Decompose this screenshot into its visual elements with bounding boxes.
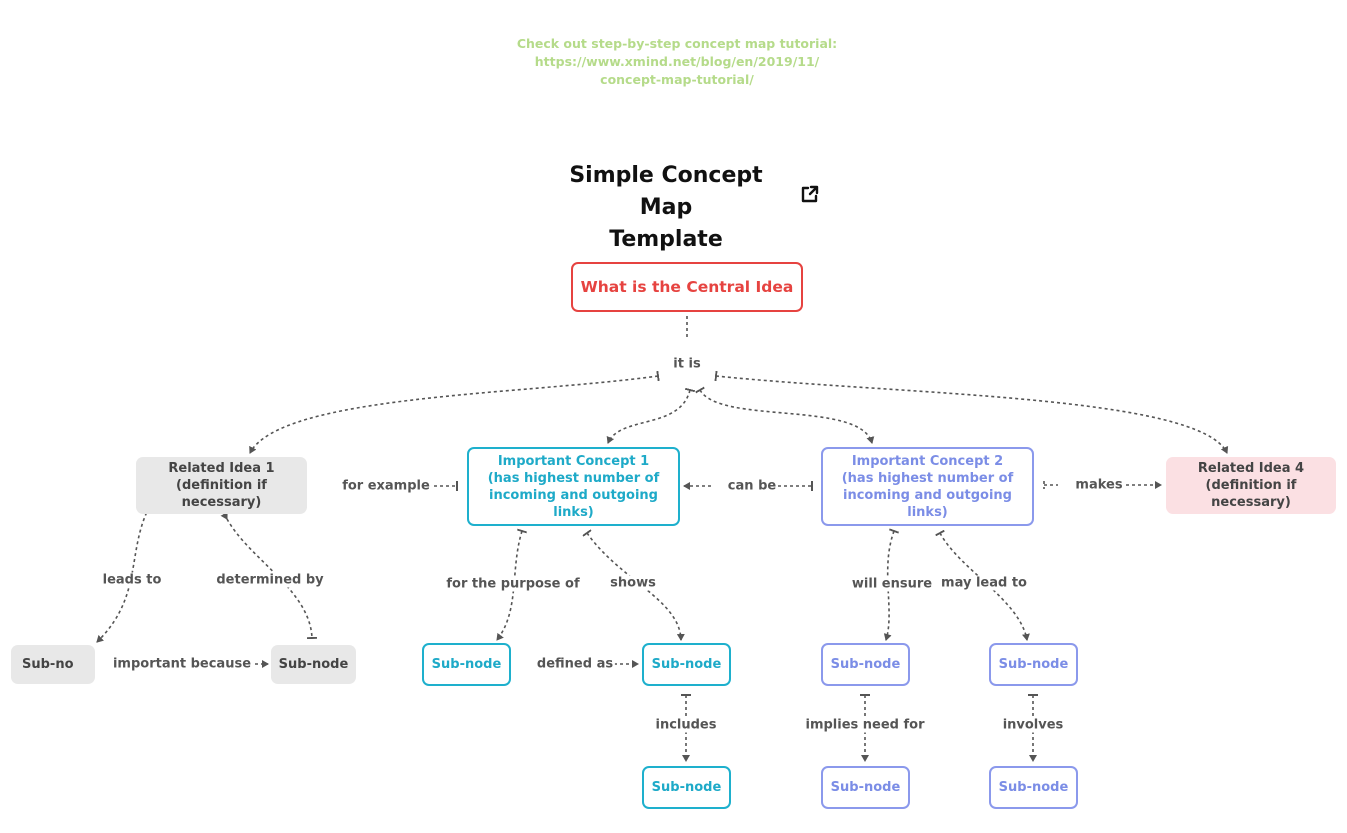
map-title-line-1: Simple Concept Map (569, 163, 763, 220)
external-link-icon[interactable] (797, 181, 823, 207)
map-title: Simple Concept Map Template (540, 160, 792, 256)
sub-node-a[interactable]: Sub-no (11, 645, 95, 684)
link-it-is-to-concept-1 (606, 387, 696, 444)
sub-node-i-label: Sub-node (998, 780, 1069, 795)
label-makes[interactable]: makes (1073, 477, 1125, 493)
important-concept-1-desc-1: (has highest number of (487, 470, 660, 486)
sub-node-c[interactable]: Sub-node (422, 643, 511, 686)
label-for-example[interactable]: for example (340, 478, 432, 494)
important-concept-1-desc-2: incoming and outgoing links) (489, 487, 658, 520)
sub-node-a-label: Sub-no (22, 657, 74, 672)
sub-node-b-label: Sub-node (278, 657, 349, 672)
label-implies-need-for[interactable]: implies need for (803, 717, 927, 733)
label-it-is[interactable]: it is (671, 356, 703, 372)
sub-node-e[interactable]: Sub-node (821, 643, 910, 686)
important-concept-2-title: Important Concept 2 (851, 453, 1004, 469)
label-for-the-purpose-of[interactable]: for the purpose of (444, 576, 582, 592)
sub-node-h[interactable]: Sub-node (821, 766, 910, 809)
important-concept-1-title: Important Concept 1 (497, 453, 650, 469)
link-it-is-to-related-idea-1 (249, 370, 660, 454)
sub-node-f[interactable]: Sub-node (989, 643, 1078, 686)
label-includes[interactable]: includes (653, 717, 719, 733)
label-can-be[interactable]: can be (725, 478, 779, 494)
sub-node-d[interactable]: Sub-node (642, 643, 731, 686)
related-idea-4-title: Related Idea 4 (1197, 461, 1305, 476)
label-important-because[interactable]: important because (110, 656, 254, 672)
label-will-ensure[interactable]: will ensure (849, 576, 935, 592)
central-topic[interactable]: What is the Central Idea (571, 262, 803, 312)
related-idea-4-definition: (definition if necessary) (1205, 478, 1297, 510)
sub-node-d-label: Sub-node (651, 657, 722, 672)
important-concept-1-node[interactable]: Important Concept 1 (has highest number … (467, 447, 680, 526)
label-involves[interactable]: involves (1000, 717, 1066, 733)
sub-node-c-label: Sub-node (431, 657, 502, 672)
label-shows[interactable]: shows (608, 575, 658, 591)
important-concept-2-node[interactable]: Important Concept 2 (has highest number … (821, 447, 1034, 526)
label-leads-to[interactable]: leads to (100, 572, 164, 588)
related-idea-1-node[interactable]: Related Idea 1 (definition if necessary) (136, 457, 307, 514)
sub-node-e-label: Sub-node (830, 657, 901, 672)
sub-node-i[interactable]: Sub-node (989, 766, 1078, 809)
related-idea-1-definition: (definition if necessary) (176, 478, 267, 510)
important-concept-2-desc-2: incoming and outgoing links) (843, 487, 1012, 520)
tutorial-note-line-1: Check out step-by-step concept map tutor… (516, 36, 838, 51)
sub-node-g[interactable]: Sub-node (642, 766, 731, 809)
important-concept-2-desc-1: (has highest number of (841, 470, 1014, 486)
link-it-is-to-related-idea-4 (714, 370, 1229, 454)
tutorial-note-line-2[interactable]: https://www.xmind.net/blog/en/2019/11/ (534, 54, 820, 69)
related-idea-4-node[interactable]: Related Idea 4 (definition if necessary) (1166, 457, 1336, 514)
link-it-is-to-concept-2 (695, 386, 875, 444)
sub-node-b[interactable]: Sub-node (271, 645, 356, 684)
tutorial-note[interactable]: Check out step-by-step concept map tutor… (487, 35, 867, 89)
sub-node-h-label: Sub-node (830, 780, 901, 795)
central-topic-label: What is the Central Idea (580, 277, 794, 296)
label-defined-as[interactable]: defined as (534, 656, 616, 672)
label-may-lead-to[interactable]: may lead to (939, 575, 1029, 591)
tutorial-note-line-3[interactable]: concept-map-tutorial/ (600, 72, 754, 87)
related-idea-1-title: Related Idea 1 (168, 461, 275, 476)
map-title-line-2: Template (609, 227, 723, 252)
sub-node-g-label: Sub-node (651, 780, 722, 795)
link-concept-2-to-makes (1043, 481, 1058, 489)
label-determined-by[interactable]: determined by (214, 572, 326, 588)
sub-node-f-label: Sub-node (998, 657, 1069, 672)
